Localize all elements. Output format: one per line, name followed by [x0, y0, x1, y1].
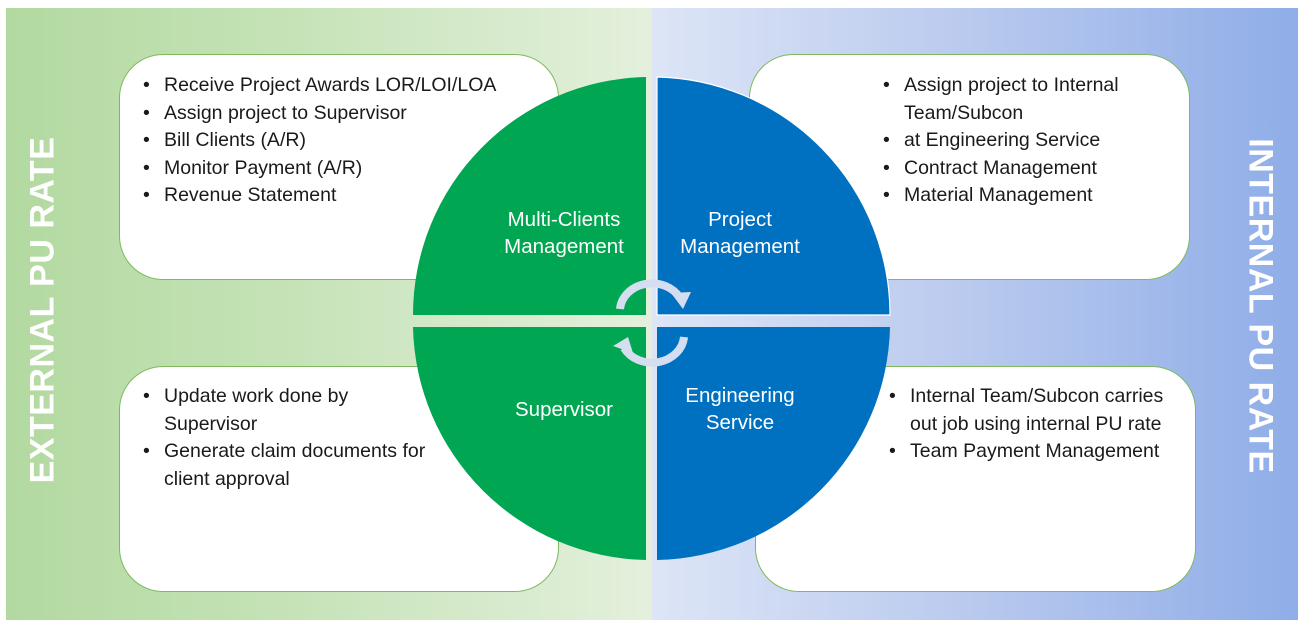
list-item: Material Management: [881, 182, 1181, 210]
cycle-arrow-bottom: [620, 336, 688, 367]
list-item: Internal Team/Subcon carries out job usi…: [887, 383, 1187, 438]
list-item: Bill Clients (A/R): [141, 127, 496, 155]
list-item: Contract Management: [881, 155, 1181, 183]
quadrant-engineering-service: [657, 327, 890, 560]
list-item: Revenue Statement: [141, 182, 496, 210]
supervisor-list: Update work done by Supervisor Generate …: [141, 383, 441, 493]
cycle-arrows-icon: [616, 279, 688, 367]
list-item: Generate claim documents for client appr…: [141, 438, 441, 493]
list-item: Team Payment Management: [887, 438, 1187, 466]
list-item: Receive Project Awards LOR/LOI/LOA: [141, 72, 496, 100]
project-management-list: Assign project to Internal Team/Subcon a…: [881, 72, 1181, 210]
quadrant-label-project-management: Project Management: [680, 206, 800, 260]
quadrant-label-supervisor: Supervisor: [515, 396, 613, 423]
list-item: Update work done by Supervisor: [141, 383, 441, 438]
quadrant-label-line: Management: [504, 235, 624, 258]
list-item: at Engineering Service: [881, 127, 1181, 155]
quadrant-label-engineering-service: Engineering Service: [685, 382, 794, 436]
quadrant-label-line: Supervisor: [515, 398, 613, 421]
quadrant-supervisor: [413, 327, 646, 560]
quadrant-label-line: Management: [680, 235, 800, 258]
quadrant-label-line: Multi-Clients: [507, 208, 621, 231]
list-item: Assign project to Supervisor: [141, 100, 496, 128]
engineering-service-list: Internal Team/Subcon carries out job usi…: [887, 383, 1187, 466]
quadrant-label-line: Project: [708, 208, 772, 231]
list-item: Assign project to Internal Team/Subcon: [881, 72, 1181, 127]
cycle-arrowhead-top: [671, 292, 691, 309]
quadrant-label-line: Service: [705, 411, 775, 434]
quadrant-label-line: Engineering: [685, 384, 795, 407]
quadrant-project-management: [656, 76, 891, 316]
quadrant-multi-clients: [413, 77, 646, 315]
list-item: Monitor Payment (A/R): [141, 155, 496, 183]
multi-clients-list: Receive Project Awards LOR/LOI/LOA Assig…: [141, 72, 496, 210]
quadrant-label-multi-clients: Multi-Clients Management: [504, 206, 624, 260]
cycle-arrow-top: [616, 279, 684, 310]
cycle-arrowhead-bottom: [613, 337, 633, 353]
